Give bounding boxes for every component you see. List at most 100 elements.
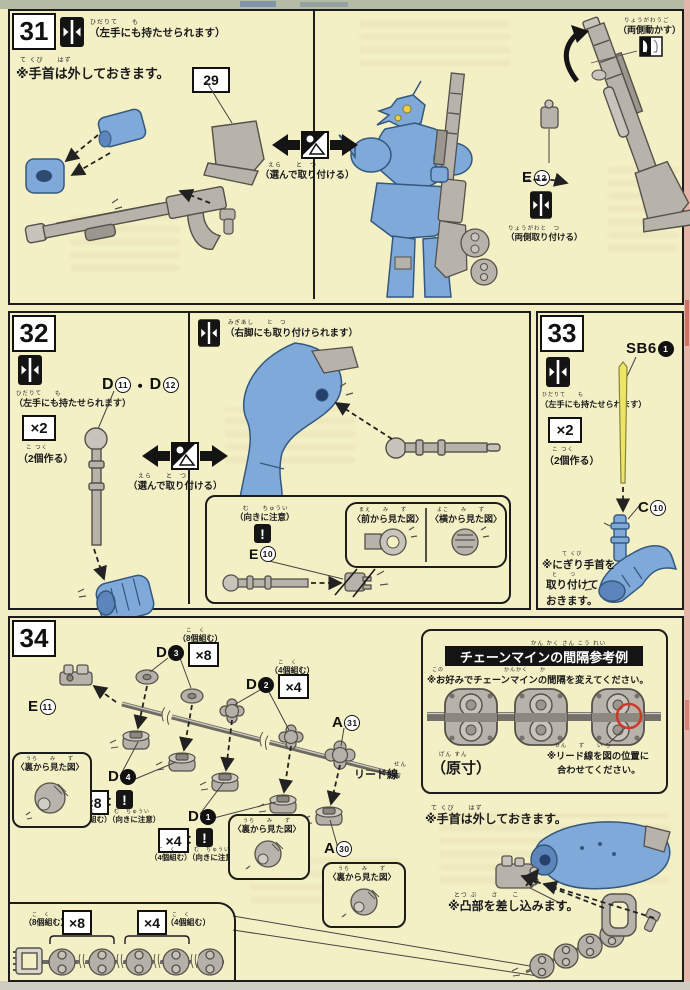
part-number: 4: [120, 768, 137, 785]
side-view-label: 〈横から見た図〉: [430, 514, 503, 524]
furigana: みぎあし と つ: [228, 320, 287, 326]
back-view-drawing: [25, 782, 69, 820]
back-view-label: 〈裏から見た図〉: [233, 824, 302, 834]
select-option-icon: [272, 131, 358, 159]
chain-diagram-frame: [10, 902, 236, 982]
step-number: 31: [12, 13, 56, 50]
part-letter: SB6: [626, 340, 657, 357]
back-view-label: 〈裏から見た図〉: [16, 762, 85, 772]
folded-shotgun-drawing: [524, 16, 690, 233]
page-right-edge-mark: [685, 700, 689, 730]
back-view-drawing: [245, 840, 284, 870]
step-31-panel: 31 ひだりて も （左手にも持たせられます） て くび はず ※手首は外してお…: [8, 9, 690, 305]
hold-in-hands-icon: [530, 191, 552, 219]
part-letter: A: [324, 840, 336, 857]
select-note: （選んで取り付ける）: [260, 170, 355, 181]
page-bottom-edge: [0, 981, 690, 990]
colon: ：: [107, 796, 118, 808]
part-letter: E: [249, 546, 259, 562]
chain8-quantity: ×8: [62, 910, 92, 935]
furigana: こ く: [32, 912, 51, 918]
fold-both-sides-icon: [639, 36, 663, 57]
select-option-icon: [142, 442, 228, 470]
grip-note-line3: おきます。: [546, 595, 598, 607]
furigana: うら み ず: [338, 866, 387, 872]
page-right-edge: [684, 0, 690, 990]
view-callout-bubble: まえ み ず 〈前から見た図〉 よこ み ず 〈横から見た図〉: [345, 502, 507, 568]
part-number: 1: [200, 808, 217, 825]
furigana: せん: [394, 762, 408, 768]
hold-note: （左手にも持たせられます）: [89, 27, 226, 39]
part-number: 31: [344, 714, 361, 731]
quantity-text: ×2: [556, 421, 574, 439]
part-letter: D: [188, 808, 200, 825]
wire-position-note-line2: 合わせてください。: [557, 765, 641, 775]
exclamation: !: [122, 791, 127, 808]
part-number: 3: [168, 644, 185, 661]
page-top-edge-mark: [240, 1, 276, 7]
d3-note: （8個組む）: [178, 634, 223, 643]
saber-hilt-fist-drawing: [77, 390, 155, 624]
spacing-note: ※お好みでチェーンマインの間隔を変えてください。: [427, 675, 649, 685]
reference-title-bar: チェーンマインの間隔参考例: [445, 646, 643, 666]
d1-quantity: ×4: [158, 828, 189, 853]
hold-in-hands-icon: [60, 17, 84, 47]
part-number: 2: [258, 676, 275, 693]
step-32-panel: 32 ひだりて も （左手にも持たせられます） ×2 こ つく （2個作る） D…: [8, 311, 531, 624]
d2-note: （4個組む）: [270, 666, 315, 675]
wire-position-note-line1: ※リード線を図の位置に: [547, 751, 650, 761]
chain-mine-actual-size-drawing: [427, 688, 661, 746]
caution-icon: !: [196, 828, 213, 847]
spacing-reference-box: かん かく さん こう れい チェーンマインの間隔参考例 この かんかく か ※…: [421, 629, 668, 794]
back-view-box: うら み ず 〈裏から見た図〉: [322, 862, 406, 928]
tab-note: ※凸部を差し込みます。: [448, 899, 579, 913]
furigana: こ つく: [552, 447, 575, 453]
step-number: 34: [12, 620, 56, 657]
leg-note: （右脚にも取り付けられます）: [225, 328, 359, 339]
furigana: この かんかく か: [432, 667, 547, 673]
hold-in-hands-icon: [18, 355, 42, 385]
quantity-box: ×2: [22, 415, 56, 441]
part-number: 1: [657, 340, 674, 357]
step-number: 32: [12, 315, 56, 352]
part-letter: D: [156, 644, 168, 661]
furigana: こ く: [186, 628, 206, 634]
furigana: せん ず い ち: [555, 743, 612, 749]
chain4-note: （4個組む）: [166, 918, 211, 927]
furigana: て くび: [562, 551, 583, 557]
hold-in-hands-icon: [198, 319, 220, 347]
back-view-box: うら み ず 〈裏から見た図〉: [12, 752, 92, 828]
furigana: まえ み ず: [359, 507, 408, 513]
quantity-text: ×2: [30, 419, 48, 437]
part-letter: D: [102, 376, 115, 393]
quantity-note: （2個作る）: [18, 454, 74, 465]
step-33-panel: 33 ひだりて も （左手にも持たせられます） ×2 こ つく （2個作る） S…: [536, 311, 684, 610]
quantity-text: ×4: [165, 832, 182, 849]
chain-mine-assembly-drawing: [13, 657, 671, 979]
d3-quantity: ×8: [188, 642, 219, 667]
back-view-drawing: [341, 888, 380, 918]
part-number: 12: [533, 169, 550, 186]
quantity-box: ×2: [548, 417, 582, 443]
step-number-text: 31: [19, 16, 49, 46]
rotate-note: （両側動かす）: [618, 25, 682, 35]
furigana: こ つく: [26, 445, 49, 451]
shotgun-assembly-drawing: [24, 80, 265, 251]
quantity-text: ×8: [69, 914, 85, 931]
furigana: と つ: [552, 572, 577, 578]
exclamation: !: [202, 829, 207, 846]
page-top-edge-mark: [300, 2, 348, 7]
chain8-note: （8個組む）: [24, 918, 69, 927]
hold-in-hands-icon: [546, 357, 570, 387]
kampfer-robot-drawing: [338, 72, 498, 298]
quantity-text: ×4: [285, 678, 302, 695]
